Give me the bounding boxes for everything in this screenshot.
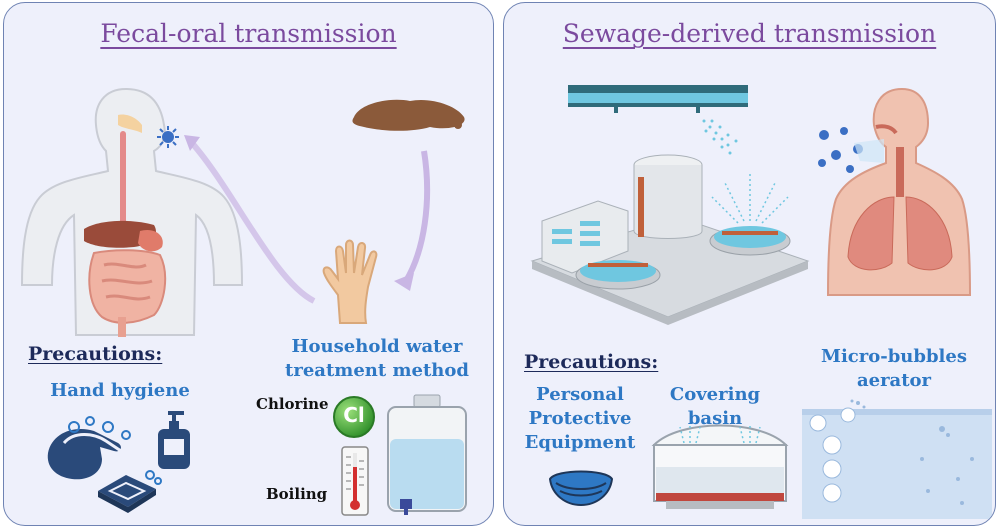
water-container-icon [387, 394, 467, 515]
fecal-oral-title: Fecal-oral transmission [100, 19, 397, 48]
sewage-title: Sewage-derived transmission [562, 19, 937, 48]
water-treatment-line1: Household water [291, 336, 463, 357]
virus-cluster-icon [818, 127, 884, 173]
thermometer-icon [341, 446, 369, 516]
soap-bar-icon [98, 470, 162, 513]
human-digestive-icon [20, 87, 244, 337]
left-precautions-heading: Precautions: [28, 343, 163, 365]
fecal-oral-panel: Fecal-oral transmission Precau [3, 2, 494, 526]
handwashing-icon [47, 416, 131, 480]
covered-basin-icon [651, 424, 789, 509]
aerator-line2: aerator [856, 370, 932, 391]
aerator-line1: Micro-bubbles [821, 346, 967, 367]
water-treatment-label: Household water treatment method [282, 335, 472, 383]
ppe-label: Personal Protective Equipment [518, 383, 642, 455]
human-respiratory-icon [826, 87, 972, 296]
feces-icon [352, 99, 465, 131]
virus-icon [157, 126, 179, 148]
hand-hygiene-label: Hand hygiene [50, 380, 190, 401]
chlorine-symbol: Cl [343, 403, 365, 427]
covering-basin-label: Covering basin [669, 384, 761, 429]
soap-dispenser-icon [158, 411, 190, 469]
hand-icon [322, 239, 378, 324]
ppe-line3: Equipment [524, 432, 636, 453]
sewage-panel: Sewage-derived transmission Precauti [503, 2, 996, 526]
chlorine-icon [333, 396, 375, 438]
ppe-line2: Protective [528, 408, 632, 429]
aerator-tank-icon [802, 399, 992, 519]
boiling-label: Boiling [266, 485, 328, 503]
treatment-plant-icon [530, 85, 810, 325]
ppe-line1: Personal [536, 384, 624, 405]
water-treatment-line2: treatment method [285, 360, 469, 381]
right-precautions-heading: Precautions: [524, 351, 659, 373]
transmission-arrows [184, 135, 431, 304]
mask-icon [548, 470, 614, 507]
aerator-label: Micro-bubbles aerator [804, 345, 984, 393]
chlorine-label: Chlorine [256, 395, 329, 413]
